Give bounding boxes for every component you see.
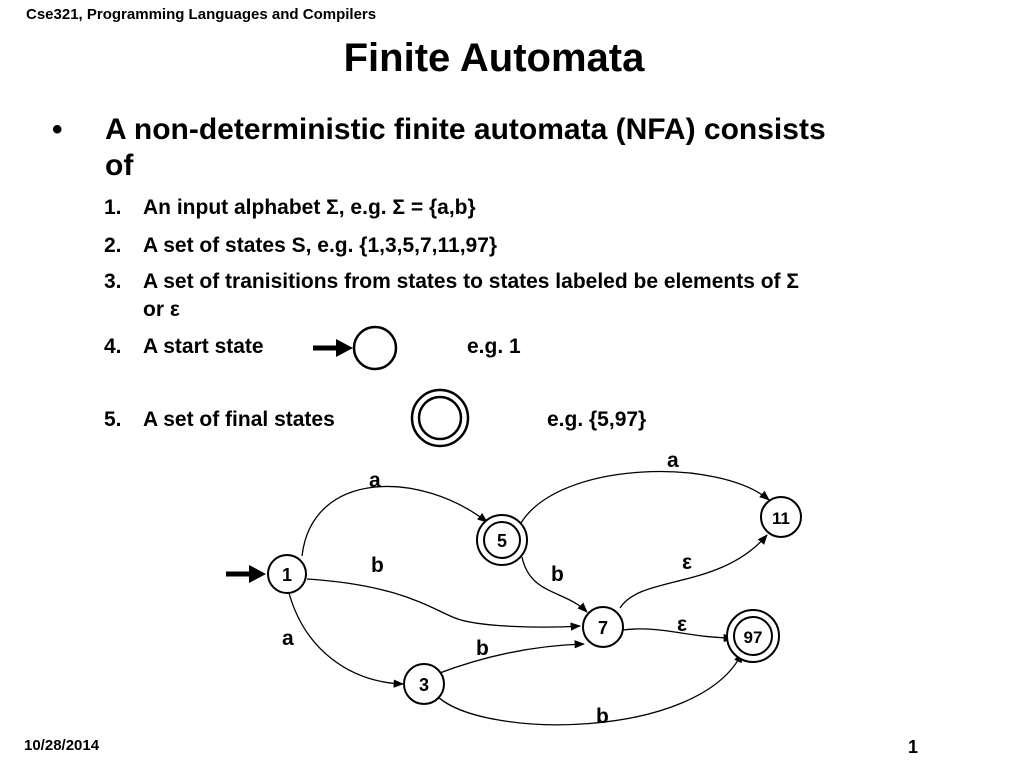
edge-1-7 [306,578,582,631]
state-97: 97 [726,609,780,663]
edge-7-97 [622,628,735,643]
slide-title: Finite Automata [343,36,645,80]
state-97-label: 97 [744,628,763,647]
start-arrow-head [336,339,353,357]
item-3-number: 3. [104,270,122,293]
edge-label-3-97: b [596,705,609,728]
item-2-text: A set of states S, e.g. {1,3,5,7,11,97} [143,234,498,257]
edge-label-1-7: b [371,554,384,577]
edge-label-3-7: b [476,637,489,660]
edge-label-5-7: b [551,563,564,586]
edge-5-11 [520,470,770,524]
item-4-example: e.g. 1 [467,335,521,358]
item-4-number: 4. [104,335,122,358]
final-state-symbol [410,388,470,448]
edge-label-7-11: ε [682,551,692,574]
bullet-marker: • [52,113,63,146]
bullet-line-1: A non-deterministic finite automata (NFA… [105,113,826,146]
state-1: 1 [267,554,307,594]
start-arrow [226,565,266,583]
item-5-example: e.g. {5,97} [547,408,647,431]
edge-3-7 [436,640,586,675]
item-5-text: A set of final states [143,408,335,431]
state-5-label: 5 [497,531,507,551]
state-circle-example [352,325,398,371]
state-11: 11 [760,496,802,538]
state-11-label: 11 [772,509,790,528]
item-3-text-continued: or ε [143,298,180,321]
state-5: 5 [476,514,528,566]
page-number: 1 [908,737,919,757]
state-1-label: 1 [282,565,292,585]
bullet-text: A non-deterministic finite automata (NFA… [105,112,826,184]
edge-label-1-3: a [282,627,294,650]
edge-1-5 [301,485,488,557]
final-outer-circle [410,388,470,448]
edge-3-97 [435,652,743,726]
edge-5-7 [521,556,588,613]
state-3: 3 [403,663,445,705]
state-7: 7 [582,606,624,648]
item-2-number: 2. [104,234,122,257]
state-3-label: 3 [419,675,429,695]
footer-date: 10/28/2014 [24,737,100,754]
course-header: Cse321, Programming Languages and Compil… [26,6,377,23]
edge-1-3 [288,592,405,688]
edge-7-11 [619,534,768,609]
final-inner-circle [417,395,463,441]
item-1-text: An input alphabet Σ, e.g. Σ = {a,b} [143,196,476,219]
start-state-symbol [313,325,398,371]
edge-label-1-5: a [369,469,381,492]
item-3-text: A set of tranisitions from states to sta… [143,270,799,293]
item-1-number: 1. [104,196,122,219]
item-4-text: A start state [143,335,264,358]
bullet-line-2: of [105,149,134,182]
edge-label-5-11: a [667,449,679,472]
state-7-label: 7 [598,618,608,638]
item-5-number: 5. [104,408,122,431]
edge-label-7-97: ε [677,613,687,636]
